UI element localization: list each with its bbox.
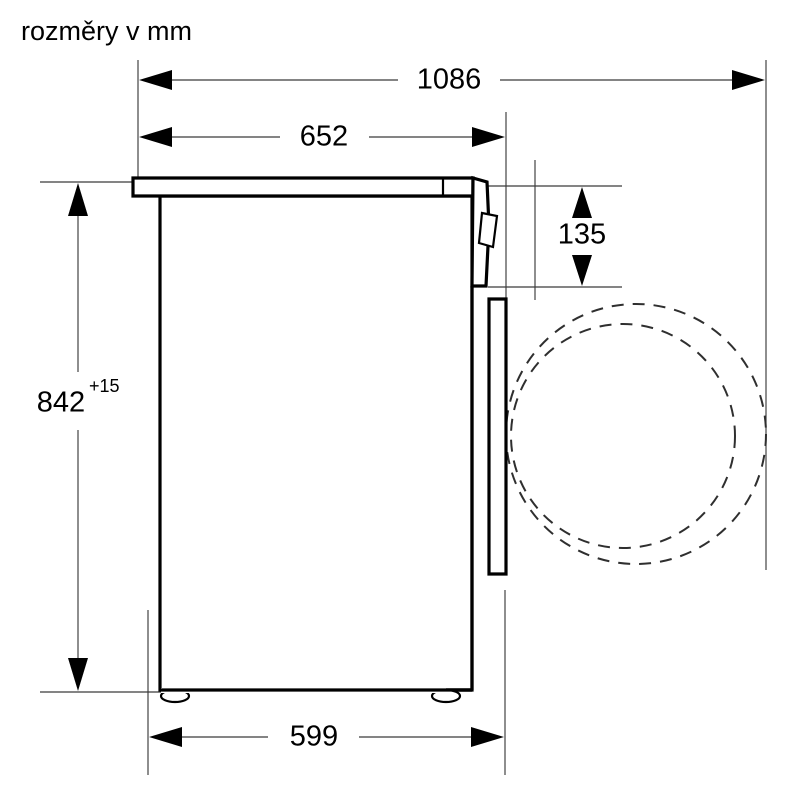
dim-842-arrow-bottom [68,658,88,691]
dim-599-arrow-right [471,727,504,747]
door-swing-outer-circle [505,303,767,565]
door-panel-outline [487,297,508,576]
extension-lines [40,60,767,775]
control-knob-icon [477,211,499,249]
dim-599-arrow-left [149,727,182,747]
dim-135-arrow-bottom [572,255,592,286]
dim-1086-arrow-left [139,70,172,90]
dimension-652: 652 [139,121,505,153]
door-swing-arcs [505,303,767,565]
worktop-outline [131,176,475,198]
dim-135-label: 135 [558,219,606,251]
dim-652-arrow-left [139,127,172,147]
dim-1086-arrow-right [732,70,765,90]
dim-1086-label: 1086 [417,64,482,96]
dim-842-label: 842 [37,387,85,419]
dimension-842: 842 +15 [37,183,120,691]
door-swing-inner-circle [510,323,736,549]
dimension-1086: 1086 [139,64,765,96]
cabinet-body-outline [158,194,474,692]
appliance-body [131,175,508,704]
drawing-title: rozměry v mm [21,16,192,46]
dimension-599: 599 [149,721,504,753]
dim-842-tolerance-label: +15 [89,376,120,396]
dim-652-arrow-right [472,127,505,147]
dim-842-arrow-top [68,183,88,216]
dim-135-arrow-top [572,187,592,218]
dimension-135: 135 [558,187,606,286]
dim-599-label: 599 [290,721,338,753]
dim-652-label: 652 [300,121,348,153]
